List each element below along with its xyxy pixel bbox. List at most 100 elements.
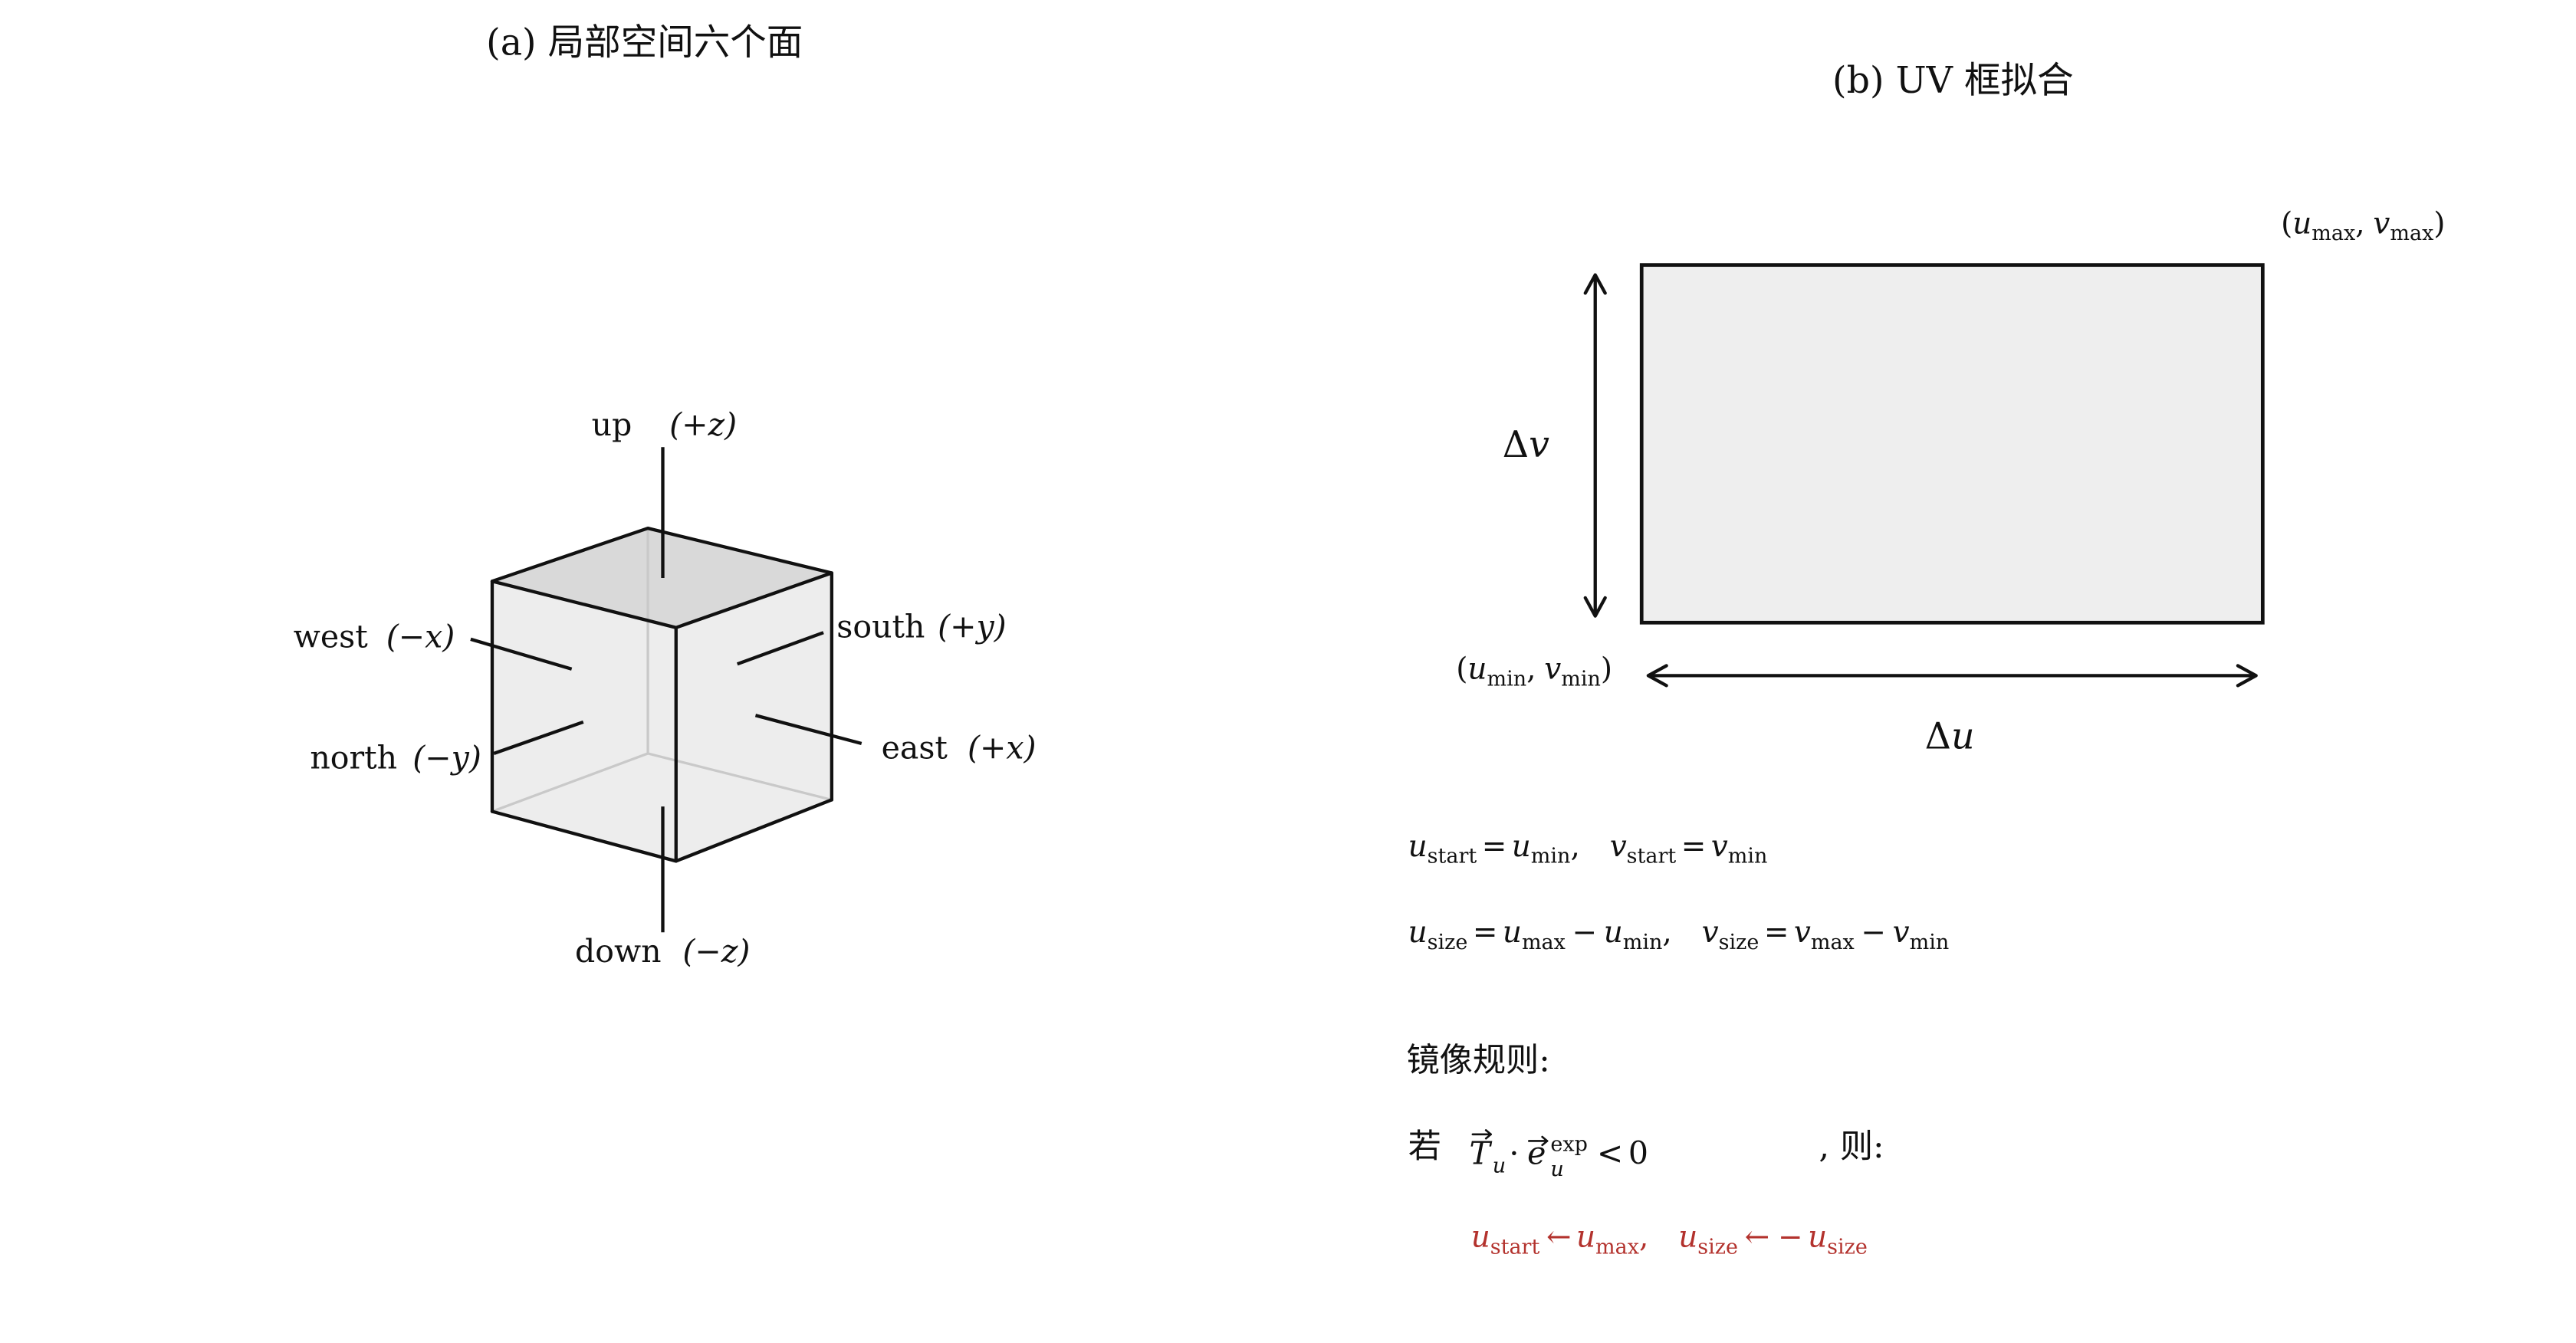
condition-t-sub: u <box>1493 1154 1506 1177</box>
eq-token: = <box>1482 829 1507 864</box>
condition-zero: 0 <box>1628 1135 1648 1172</box>
eq-token: u <box>1408 915 1428 950</box>
eq-token-sub: min <box>1728 845 1768 869</box>
corner-min-open: ( <box>1456 652 1467 687</box>
eq-token: , <box>1570 829 1579 864</box>
eq-token: = <box>1764 915 1789 950</box>
mirror-assignment: ustart←umax,usize←−usize <box>1471 1220 1868 1259</box>
condition-t-base: T <box>1470 1135 1493 1172</box>
eq-token: u <box>1512 829 1531 864</box>
corner-max-u: u <box>2292 207 2312 241</box>
mirror-rule-then-word: , 则: <box>1819 1128 1884 1166</box>
corner-min-label: (umin,vmin) <box>1456 652 1612 691</box>
eq-token: u <box>1503 915 1522 950</box>
leader-line-north <box>493 720 584 755</box>
leader-line-east <box>754 714 863 746</box>
corner-min-u-sub: min <box>1487 667 1526 691</box>
eq-token-sub: size <box>1719 931 1760 954</box>
assign-token-sub: max <box>1595 1235 1639 1259</box>
corner-min-close: ) <box>1601 652 1612 687</box>
assign-token-sub: size <box>1697 1235 1738 1259</box>
leader-line-west <box>470 637 573 671</box>
eq-token-sub: max <box>1522 931 1566 954</box>
corner-min-v-sub: min <box>1561 667 1601 691</box>
corner-min-sep: , <box>1526 652 1536 687</box>
cube-front-left-face <box>491 581 676 862</box>
assign-token: u <box>1576 1220 1595 1255</box>
assign-token: u <box>1808 1220 1827 1255</box>
face-axis-north: (−y) <box>412 739 481 776</box>
start-equation: ustart=umin,vstart=vmin <box>1408 829 1768 869</box>
panel-b: (b) UV 框拟合 (umax,vmax) (umin,vmin) Δv Δu… <box>1406 60 2445 1259</box>
cube-hidden-edge-left <box>491 752 649 813</box>
width-arrow-head-right <box>2236 664 2258 688</box>
corner-max-open: ( <box>2281 207 2292 241</box>
corner-max-label: (umax,vmax) <box>2281 207 2445 246</box>
vector-arrow-icon <box>1471 1129 1492 1140</box>
eq-token-sub: size <box>1428 931 1468 954</box>
uv-box <box>1639 263 2265 625</box>
delta-u-label: Δu <box>1925 715 1975 757</box>
cube-hidden-edge-right <box>647 752 833 801</box>
eq-token-sub: min <box>1531 845 1571 869</box>
delta-u-symbol: Δ <box>1925 715 1951 757</box>
face-leader-lines <box>470 447 863 933</box>
face-label-west: west <box>294 619 368 655</box>
corner-max-sep: , <box>2355 207 2364 241</box>
corner-max-v-sub: max <box>2390 222 2433 245</box>
height-arrow-head-top <box>1583 273 1607 295</box>
face-axis-down: (−z) <box>682 933 750 970</box>
corner-max-v: v <box>2373 207 2390 241</box>
mirror-rule-heading: 镜像规则: <box>1406 1042 1549 1080</box>
delta-v-symbol: Δ <box>1503 424 1529 466</box>
assign-token: u <box>1678 1220 1697 1255</box>
face-label-up: up <box>592 406 632 443</box>
vector-arrow-icon <box>1528 1135 1549 1147</box>
assign-token: − <box>1778 1220 1803 1255</box>
eq-token-sub: start <box>1428 845 1477 869</box>
eq-token: = <box>1681 829 1707 864</box>
eq-token-sub: min <box>1910 931 1950 954</box>
corner-min-v: v <box>1544 652 1561 687</box>
corner-min-u: u <box>1467 652 1487 687</box>
face-axis-east: (+x) <box>968 729 1037 766</box>
eq-token-sub: min <box>1623 931 1663 954</box>
corner-max-u-sub: max <box>2312 222 2355 245</box>
eq-token: , <box>1662 915 1671 950</box>
delta-u-var: u <box>1951 715 1975 757</box>
condition-e-sub: u <box>1550 1157 1563 1181</box>
condition-less-than: < <box>1597 1135 1623 1172</box>
mirror-rule-if-word: 若 <box>1408 1128 1441 1166</box>
assign-token: ← <box>1745 1220 1770 1255</box>
delta-v-label: Δv <box>1503 424 1549 466</box>
face-axis-south: (+y) <box>938 609 1007 645</box>
panel-b-title: (b) UV 框拟合 <box>1832 60 2074 102</box>
eq-token: v <box>1893 915 1910 950</box>
assign-token-sub: start <box>1490 1235 1540 1259</box>
eq-token: − <box>1861 915 1886 950</box>
face-label-south: south <box>836 609 925 645</box>
face-axis-up: (+z) <box>669 406 737 443</box>
width-arrow-head-left <box>1646 664 1668 688</box>
face-axis-west: (−x) <box>386 619 455 655</box>
eq-token-sub: max <box>1811 931 1855 954</box>
leader-line-south <box>736 631 824 666</box>
width-dimension-arrow <box>1646 664 2258 688</box>
panel-a: (a) 局部空间六个面 up (+z) west ( <box>294 21 1037 970</box>
eq-token: v <box>1702 915 1719 950</box>
corner-max-close: ) <box>2433 207 2445 241</box>
cube-edge-bottom <box>490 798 833 863</box>
assign-token-sub: size <box>1827 1235 1868 1259</box>
face-labels: up (+z) west (−x) south (+y) north (−y) … <box>294 406 1037 970</box>
eq-token: − <box>1572 915 1598 950</box>
eq-token: = <box>1473 915 1498 950</box>
size-equation: usize=umax−umin,vsize=vmax−vmin <box>1408 915 1950 954</box>
eq-token: v <box>1794 915 1811 950</box>
eq-token: u <box>1408 829 1428 864</box>
assign-token: , <box>1639 1220 1648 1255</box>
eq-token: u <box>1604 915 1623 950</box>
assign-token: ← <box>1546 1220 1572 1255</box>
delta-v-var: v <box>1529 424 1549 466</box>
